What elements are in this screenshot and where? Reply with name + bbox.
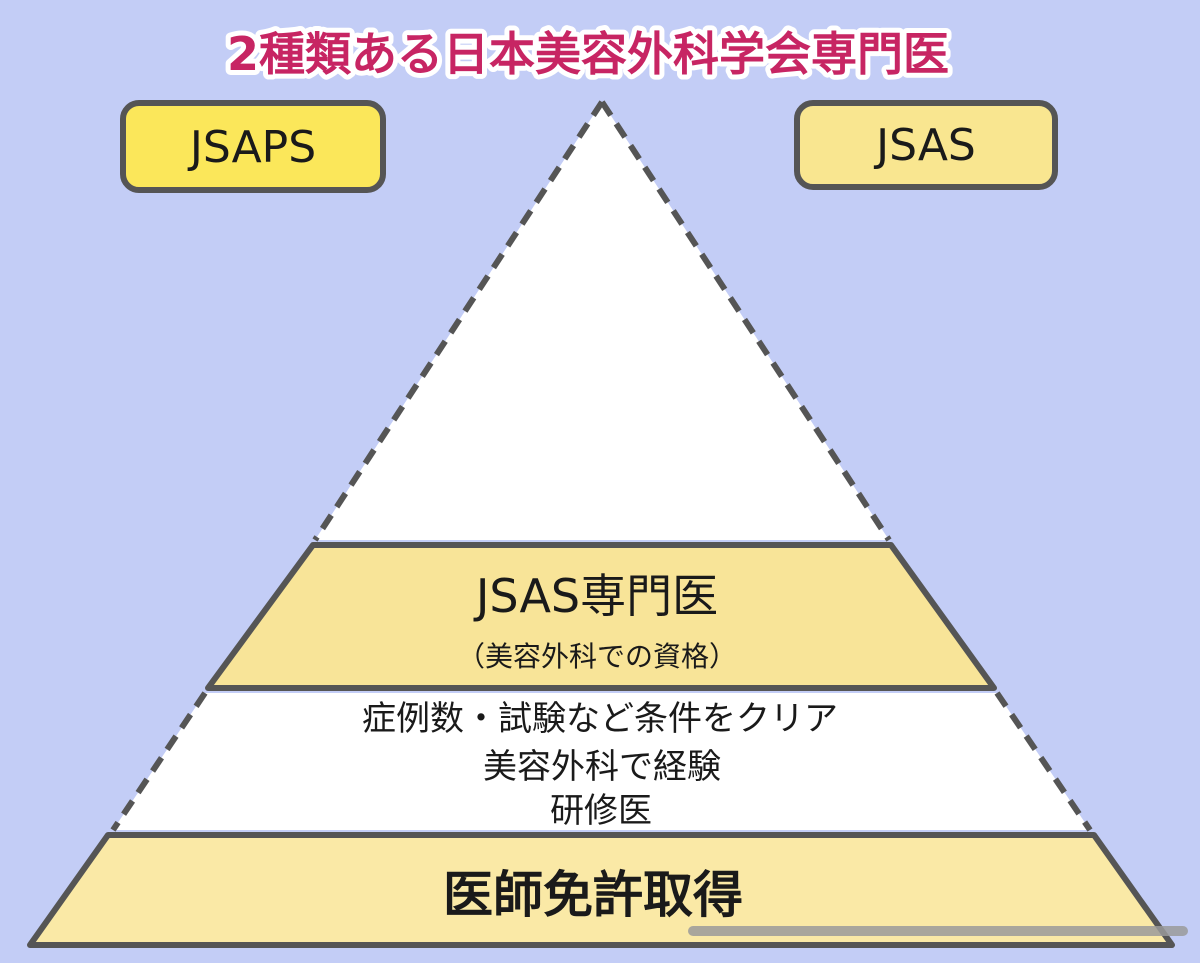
pyramid-specialist-tier	[205, 542, 997, 691]
requirement-line-3: 研修医	[550, 791, 652, 831]
badge-jsas-label: JSAS	[873, 120, 976, 171]
progress-track	[688, 926, 1188, 936]
badge-jsaps-label: JSAPS	[187, 122, 316, 173]
pyramid-base-tier	[27, 832, 1175, 948]
dashed-right-lower-edge	[994, 691, 1093, 832]
badge-jsas-box	[794, 100, 1058, 190]
dashed-left-lower-edge	[110, 691, 208, 832]
badge-jsaps-box	[120, 100, 386, 193]
requirement-line-2: 美容外科で経験	[483, 747, 721, 787]
badge-jsaps: JSAPS	[120, 100, 386, 193]
badge-jsas: JSAS	[794, 100, 1058, 190]
diagram-title: 2種類ある日本美容外科学会専門医	[227, 27, 949, 81]
base-tier-label: 医師免許取得	[443, 866, 743, 924]
pyramid-requirements-tier	[113, 693, 1090, 830]
requirement-line-1: 症例数・試験など条件をクリア	[362, 699, 838, 739]
pyramid-top-tier	[315, 102, 889, 540]
pyramid-dashed-outline	[110, 100, 1093, 832]
dashed-right-edge	[599, 100, 892, 542]
specialist-subheading: （美容外科での資格）	[457, 640, 737, 673]
specialist-heading: JSAS専門医	[473, 569, 718, 623]
dashed-left-edge	[312, 100, 605, 542]
